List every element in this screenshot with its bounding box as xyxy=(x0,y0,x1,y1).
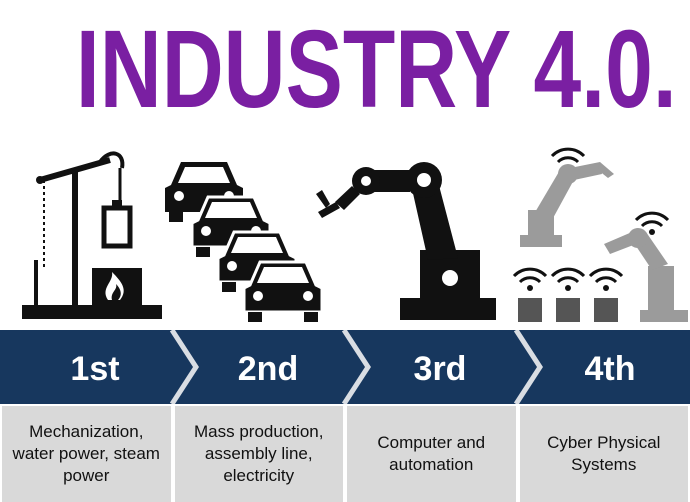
stage-4-description: Cyber Physical Systems xyxy=(519,406,688,502)
stage-1-description-text: Mechanization, water power, steam power xyxy=(12,422,160,485)
stage-1-label: 1st xyxy=(70,350,119,388)
chevron-icon xyxy=(169,330,199,404)
cars-assembly-icon xyxy=(165,162,324,322)
stage-icons xyxy=(22,147,688,322)
banner-bg xyxy=(0,330,690,404)
connected-robots-icon xyxy=(512,147,688,322)
stage-3-description: Computer and automation xyxy=(347,406,516,502)
stage-2-label: 2nd xyxy=(238,350,298,388)
chevron-icon xyxy=(513,330,543,404)
stage-3-description-text: Computer and automation xyxy=(377,433,486,474)
page-title: INDUSTRY 4.0. xyxy=(75,8,677,131)
stage-2-description: Mass production, assembly line, electric… xyxy=(174,406,343,502)
stage-banner: 1st 2nd 3rd 4th xyxy=(0,330,690,404)
stage-4-description-text: Cyber Physical Systems xyxy=(547,433,661,474)
stage-3-label: 3rd xyxy=(414,350,467,388)
stage-descriptions: Mechanization, water power, steam power … xyxy=(0,404,690,502)
stage-2-description-text: Mass production, assembly line, electric… xyxy=(194,422,324,485)
stage-4-label: 4th xyxy=(585,350,636,388)
robot-arm-icon xyxy=(316,162,496,320)
stage-1-description: Mechanization, water power, steam power xyxy=(2,406,171,502)
chevron-icon xyxy=(341,330,371,404)
steam-engine-icon xyxy=(22,151,162,319)
